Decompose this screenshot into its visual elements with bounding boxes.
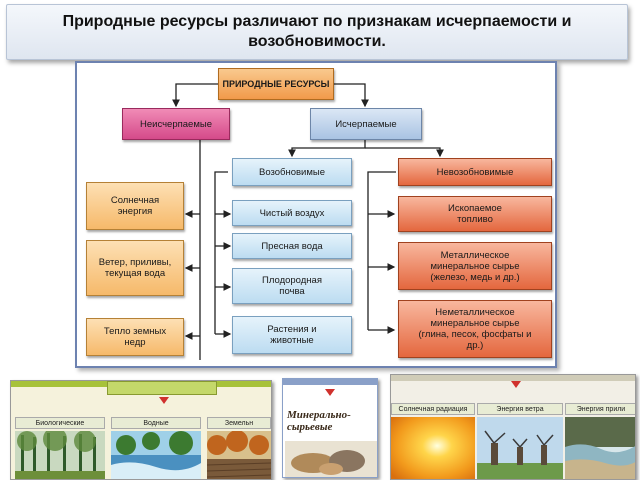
node-fresh-water: Пресная вода bbox=[232, 233, 352, 259]
water-photo bbox=[111, 431, 201, 479]
tide-photo bbox=[565, 417, 635, 479]
sun-photo bbox=[391, 417, 475, 479]
node-fertile-soil: Плодородная почва bbox=[232, 268, 352, 304]
windmill-photo bbox=[477, 417, 563, 479]
title-banner: Природные ресурсы различают по признакам… bbox=[6, 4, 628, 60]
node-wind-tides-water: Ветер, приливы, текущая вода bbox=[86, 240, 184, 296]
node-fossil-fuel: Ископаемое топливо bbox=[398, 196, 552, 232]
mineral-resources-label: Минерально-сырьевые bbox=[287, 409, 351, 433]
energy-resources-strip: Солнечная радиация Энергия ветра Энергия… bbox=[390, 374, 636, 480]
tab-tidal-energy: Энергия прили bbox=[565, 403, 635, 415]
node-solar-energy: Солнечная энергия bbox=[86, 182, 184, 230]
node-nonrenewable: Невозобновимые bbox=[398, 158, 552, 186]
node-exhaustible: Исчерпаемые bbox=[310, 108, 422, 140]
land-photo bbox=[207, 431, 271, 479]
biological-resources-strip: Биологические Водные Земельн bbox=[10, 380, 272, 480]
node-metallic-minerals: Металлическое минеральное сырье (железо,… bbox=[398, 242, 552, 290]
node-plants-animals: Растения и животные bbox=[232, 316, 352, 354]
node-geothermal-heat: Тепло земных недр bbox=[86, 318, 184, 356]
tab-water: Водные bbox=[111, 417, 201, 429]
tab-biological: Биологические bbox=[15, 417, 105, 429]
tab-wind-energy: Энергия ветра bbox=[477, 403, 563, 415]
node-clean-air: Чистый воздух bbox=[232, 200, 352, 226]
minerals-photo bbox=[285, 441, 377, 477]
mineral-resources-strip: Минерально-сырьевые bbox=[282, 378, 378, 478]
tab-land: Земельн bbox=[207, 417, 271, 429]
forest-photo bbox=[15, 431, 105, 479]
node-nonmetallic-minerals: Неметаллическое минеральное сырье (глина… bbox=[398, 300, 552, 358]
node-natural-resources: ПРИРОДНЫЕ РЕСУРСЫ bbox=[218, 68, 334, 100]
node-renewable: Возобновимые bbox=[232, 158, 352, 186]
tab-solar-radiation: Солнечная радиация bbox=[391, 403, 475, 415]
node-inexhaustible: Неисчерпаемые bbox=[122, 108, 230, 140]
slide-title: Природные ресурсы различают по признакам… bbox=[62, 13, 572, 50]
